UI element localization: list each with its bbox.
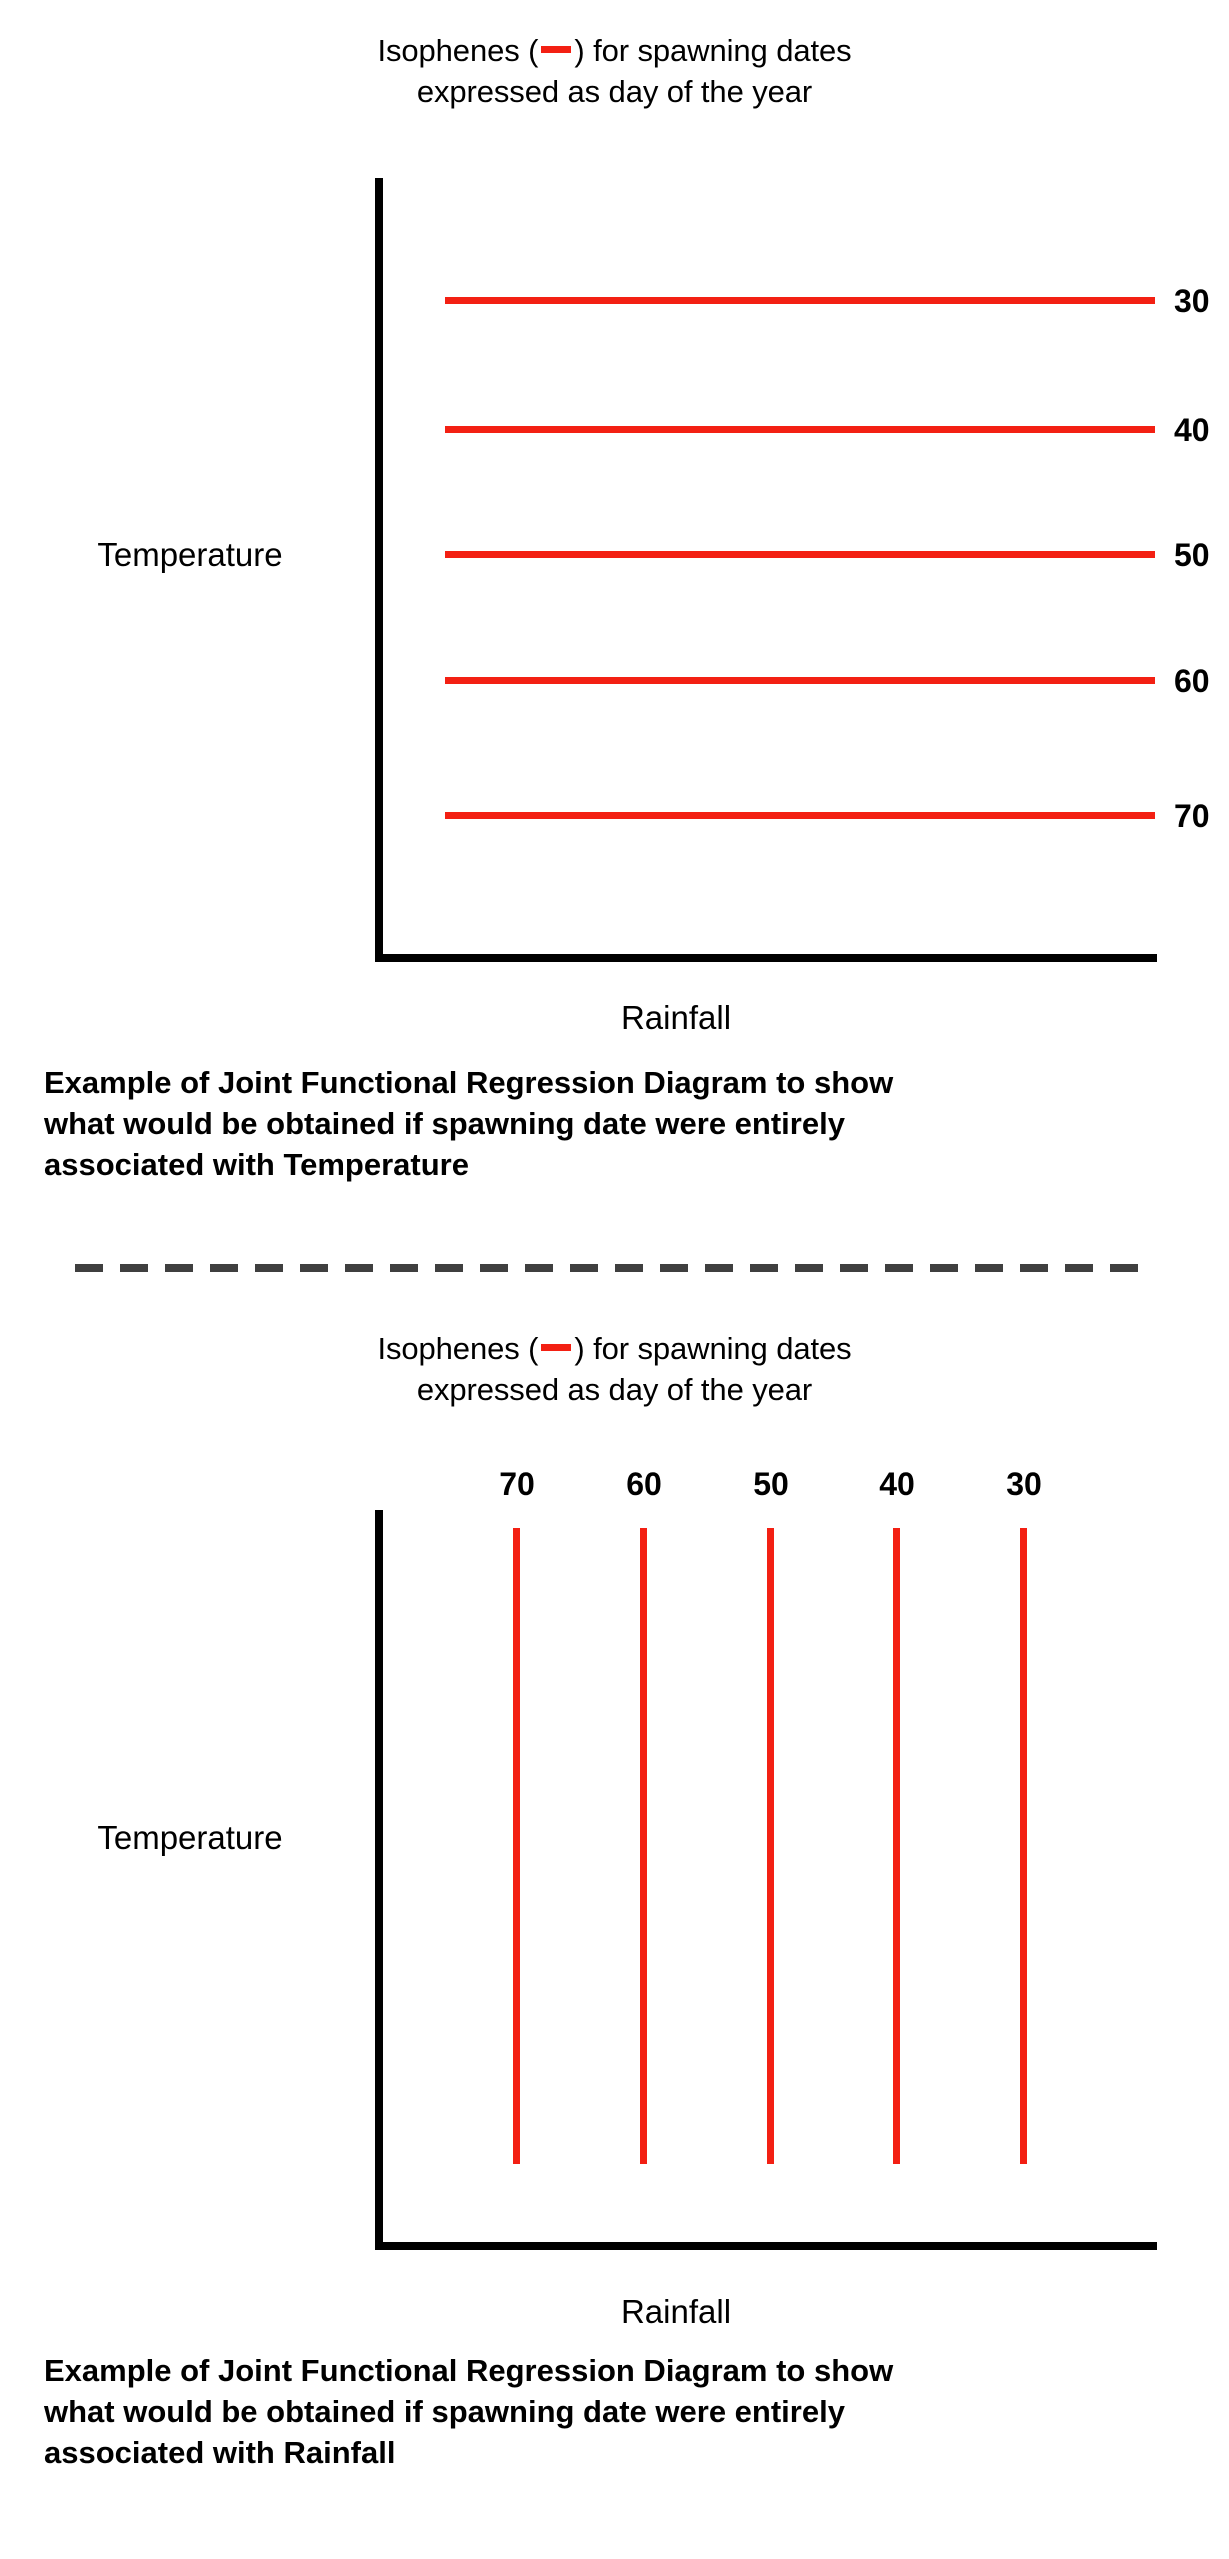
y-axis-line-2 — [375, 1510, 383, 2250]
isophene-label-40: 40 — [879, 1466, 915, 1502]
isophene-label-60: 60 — [626, 1466, 662, 1502]
isophene-line-50 — [445, 551, 1155, 558]
isophene-line-30 — [445, 297, 1155, 304]
isophene-label-50: 50 — [1174, 537, 1210, 573]
caption-2-line2: what would be obtained if spawning date … — [44, 2394, 845, 2429]
caption-1: Example of Joint Functional Regression D… — [44, 1062, 1144, 1185]
isophene-line-30 — [1020, 1528, 1027, 2164]
x-axis-line-2 — [375, 2242, 1157, 2250]
caption-1-line2: what would be obtained if spawning date … — [44, 1106, 845, 1141]
caption-2-line3: associated with Rainfall — [44, 2435, 396, 2470]
chart-title-1: Isophenes ( ) for spawning dates expresse… — [0, 30, 1229, 112]
title-text-suffix: ) for spawning dates — [574, 33, 852, 68]
section-divider — [75, 1264, 1153, 1272]
x-axis-label-2: Rainfall — [620, 2293, 732, 2330]
chart-title-1-line2: expressed as day of the year — [416, 74, 813, 109]
isophene-line-70 — [445, 812, 1155, 819]
chart-title-1-line1: Isophenes ( ) for spawning dates — [0, 30, 1229, 71]
plot-area-1: 30 40 50 60 70 Temperature Rainfall — [0, 0, 1229, 1036]
isophene-line-70 — [513, 1528, 520, 2164]
caption-1-line3: associated with Temperature — [44, 1147, 469, 1182]
legend-dash-icon — [541, 1344, 572, 1352]
isophene-line-40 — [893, 1528, 900, 2164]
panel-temperature: Isophenes ( ) for spawning dates expresse… — [0, 0, 1229, 1230]
caption-2-line1: Example of Joint Functional Regression D… — [44, 2353, 894, 2388]
panel-rainfall: Isophenes ( ) for spawning dates expresse… — [0, 1310, 1229, 2559]
x-axis-label-1: Rainfall — [620, 999, 732, 1036]
y-axis-label-2: Temperature — [97, 1819, 283, 1856]
plot-area-2: 70 60 50 40 30 Temperature Rainfall — [0, 1310, 1229, 2330]
chart-title-2: Isophenes ( ) for spawning dates expresse… — [0, 1328, 1229, 1410]
isophene-label-70: 70 — [499, 1466, 535, 1502]
isophene-label-50: 50 — [753, 1466, 789, 1502]
legend-dash-icon — [541, 46, 572, 54]
chart-title-2-line1: Isophenes ( ) for spawning dates — [0, 1328, 1229, 1369]
isophene-label-70: 70 — [1174, 798, 1210, 834]
isophene-line-60 — [640, 1528, 647, 2164]
chart-title-2-line2: expressed as day of the year — [416, 1372, 813, 1407]
isophene-label-60: 60 — [1174, 663, 1210, 699]
isophene-line-40 — [445, 426, 1155, 433]
title-text-prefix: Isophenes ( — [377, 33, 539, 68]
caption-2: Example of Joint Functional Regression D… — [44, 2350, 1144, 2473]
y-axis-label-1: Temperature — [97, 536, 283, 573]
isophene-label-40: 40 — [1174, 412, 1210, 448]
title-text-prefix: Isophenes ( — [377, 1331, 539, 1366]
y-axis-line-1 — [375, 178, 383, 962]
caption-1-line1: Example of Joint Functional Regression D… — [44, 1065, 894, 1100]
title-text-suffix: ) for spawning dates — [574, 1331, 852, 1366]
isophene-label-30: 30 — [1174, 283, 1210, 319]
isophene-line-60 — [445, 677, 1155, 684]
x-axis-line-1 — [375, 954, 1157, 962]
isophene-label-30: 30 — [1006, 1466, 1042, 1502]
isophene-line-50 — [767, 1528, 774, 2164]
